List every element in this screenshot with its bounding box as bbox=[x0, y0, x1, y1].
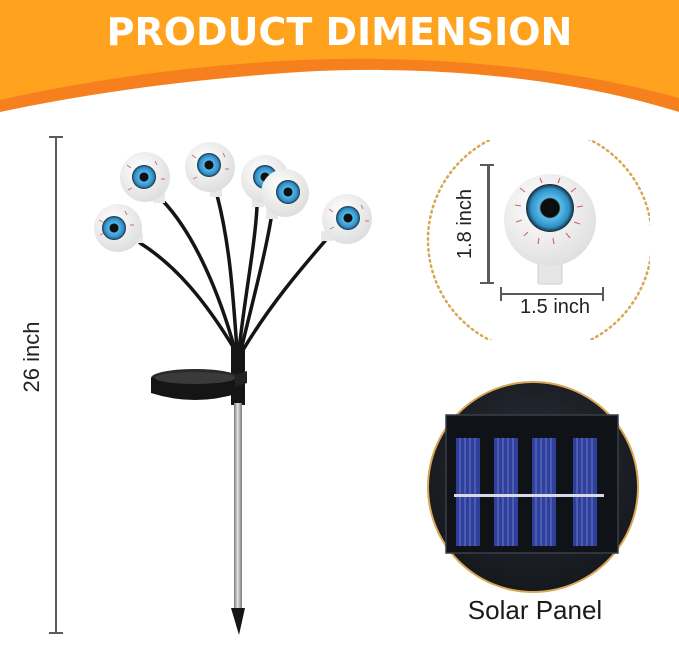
detail-width-cap-left bbox=[500, 287, 502, 301]
detail-height-line bbox=[487, 165, 490, 283]
eyeball-2 bbox=[120, 152, 170, 203]
eyeball-detail: 1.8 inch 1.5 inch bbox=[420, 126, 654, 354]
height-dimension-line bbox=[55, 137, 57, 634]
solar-panel-label: Solar Panel bbox=[467, 595, 603, 625]
eyeball-1 bbox=[94, 204, 143, 252]
detail-width-cap-right bbox=[602, 287, 604, 301]
height-dimension-cap-top bbox=[49, 136, 63, 138]
solar-cells bbox=[454, 438, 604, 546]
eyeball-6 bbox=[321, 194, 372, 244]
height-dimension-label: 26 inch bbox=[19, 321, 44, 393]
header-banner: PRODUCT DIMENSION bbox=[0, 0, 679, 120]
detail-width-label: 1.5 inch bbox=[519, 296, 591, 318]
banner-wave-shape bbox=[0, 0, 679, 120]
eyeball-3 bbox=[185, 142, 235, 197]
detail-width-line bbox=[500, 293, 604, 295]
solar-panel-detail: Solar Panel bbox=[420, 380, 650, 640]
page-title: PRODUCT DIMENSION bbox=[106, 10, 573, 54]
detail-height-cap-bottom bbox=[480, 282, 494, 284]
product-image bbox=[85, 135, 385, 640]
detail-height-cap-top bbox=[480, 164, 494, 166]
height-dimension-cap-bottom bbox=[49, 632, 63, 634]
detail-height-label: 1.8 inch bbox=[454, 188, 476, 260]
eyeball-5 bbox=[261, 169, 309, 219]
